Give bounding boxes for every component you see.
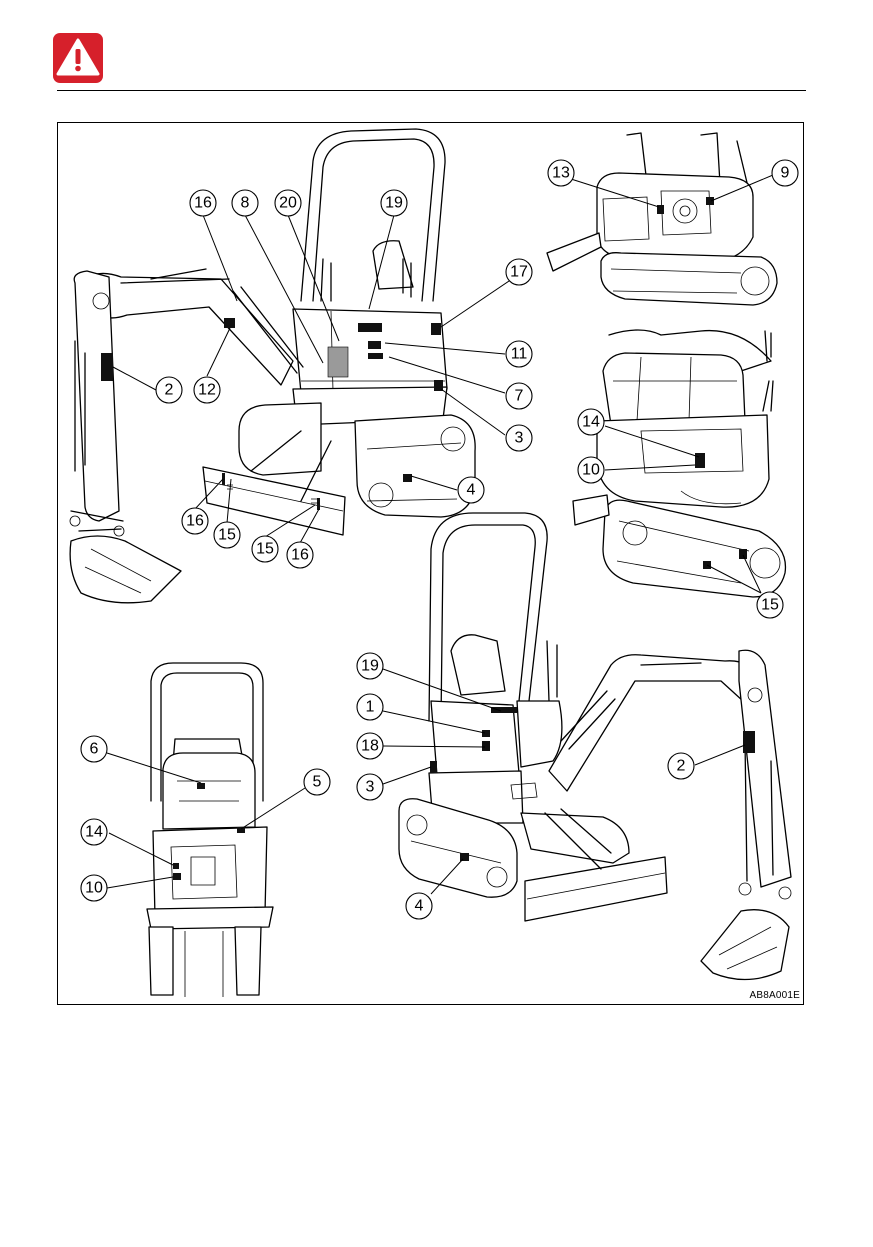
excavator-front-view — [147, 663, 273, 997]
svg-text:9: 9 — [781, 165, 790, 182]
callout-15: 15 — [252, 536, 278, 562]
callout-4: 4 — [406, 893, 432, 919]
svg-text:1: 1 — [366, 699, 375, 716]
header-rule — [57, 90, 806, 91]
svg-text:18: 18 — [361, 738, 379, 755]
callout-14: 14 — [81, 819, 107, 845]
callout-11: 11 — [506, 341, 532, 367]
callout-3: 3 — [357, 774, 383, 800]
svg-text:8: 8 — [241, 195, 250, 212]
warning-triangle-icon — [53, 33, 103, 83]
svg-text:6: 6 — [90, 741, 99, 758]
svg-text:15: 15 — [218, 527, 236, 544]
callout-2: 2 — [156, 377, 182, 403]
svg-text:3: 3 — [515, 430, 524, 447]
svg-text:14: 14 — [85, 824, 103, 841]
figure-code: AB8A001E — [749, 990, 800, 1001]
callout-4: 4 — [458, 477, 484, 503]
safety-label-location-figure: 16 8 20 19 17 11 7 3 2 12 4 16 15 15 16 … — [58, 123, 803, 1004]
svg-text:5: 5 — [313, 774, 322, 791]
svg-text:17: 17 — [510, 264, 528, 281]
callout-10: 10 — [578, 457, 604, 483]
svg-text:16: 16 — [186, 513, 204, 530]
svg-text:3: 3 — [366, 779, 375, 796]
svg-text:10: 10 — [582, 462, 600, 479]
callout-15: 15 — [757, 592, 783, 618]
svg-text:7: 7 — [515, 388, 524, 405]
svg-text:13: 13 — [552, 165, 570, 182]
svg-text:2: 2 — [165, 382, 174, 399]
callout-18: 18 — [357, 733, 383, 759]
svg-text:16: 16 — [291, 547, 309, 564]
svg-text:15: 15 — [761, 597, 779, 614]
callout-10: 10 — [81, 875, 107, 901]
callout-12: 12 — [194, 377, 220, 403]
callout-8: 8 — [232, 190, 258, 216]
callout-19: 19 — [357, 653, 383, 679]
callout-6: 6 — [81, 736, 107, 762]
svg-text:14: 14 — [582, 414, 600, 431]
svg-text:11: 11 — [511, 346, 528, 363]
svg-text:20: 20 — [279, 195, 297, 212]
svg-text:19: 19 — [361, 658, 379, 675]
callout-9: 9 — [772, 160, 798, 186]
svg-text:2: 2 — [677, 758, 686, 775]
figure-frame: 16 8 20 19 17 11 7 3 2 12 4 16 15 15 16 … — [57, 122, 804, 1005]
callout-20: 20 — [275, 190, 301, 216]
callout-1: 1 — [357, 694, 383, 720]
callout-5: 5 — [304, 769, 330, 795]
callout-19: 19 — [381, 190, 407, 216]
callout-17: 17 — [506, 259, 532, 285]
callout-16: 16 — [182, 508, 208, 534]
svg-text:4: 4 — [467, 482, 476, 499]
svg-text:12: 12 — [198, 382, 216, 399]
svg-text:19: 19 — [385, 195, 403, 212]
svg-text:10: 10 — [85, 880, 103, 897]
svg-text:4: 4 — [415, 898, 424, 915]
svg-text:16: 16 — [194, 195, 212, 212]
callout-13: 13 — [548, 160, 574, 186]
callout-7: 7 — [506, 383, 532, 409]
callout-15: 15 — [214, 522, 240, 548]
callout-16: 16 — [287, 542, 313, 568]
callout-3: 3 — [506, 425, 532, 451]
callout-14: 14 — [578, 409, 604, 435]
excavator-rear-side-view — [573, 330, 785, 597]
svg-text:15: 15 — [256, 541, 274, 558]
callout-16: 16 — [190, 190, 216, 216]
excavator-rear-top-view — [547, 133, 777, 305]
callout-2: 2 — [668, 753, 694, 779]
